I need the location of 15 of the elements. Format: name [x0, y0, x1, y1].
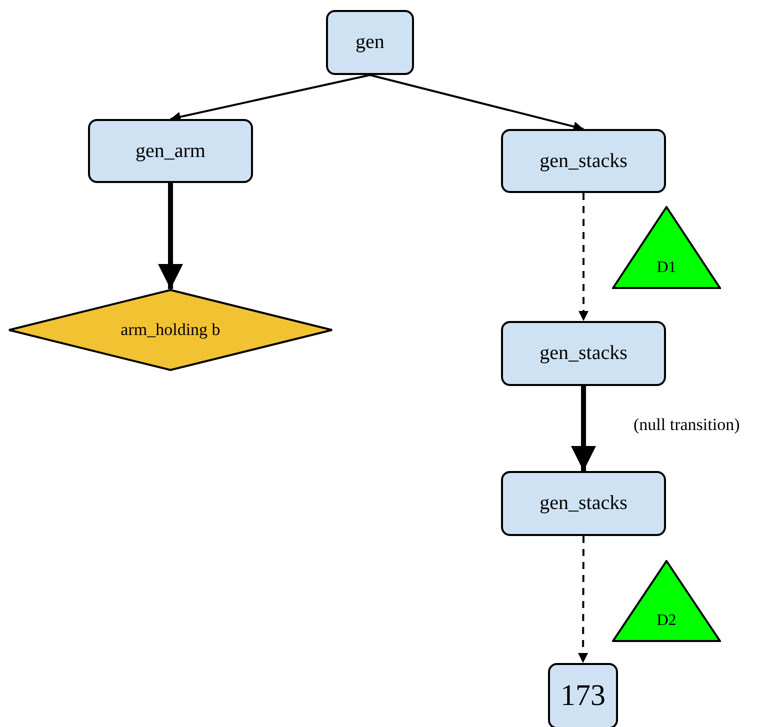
state-box: gen_arm — [88, 119, 253, 183]
arrow — [578, 536, 588, 663]
arrow — [158, 183, 183, 289]
node-label: D2 — [656, 612, 676, 630]
state-box: gen_stacks — [501, 129, 666, 193]
arrow — [370, 74, 584, 132]
arrow — [571, 386, 596, 471]
state-box: gen_stacks — [501, 321, 666, 386]
arrow — [578, 193, 588, 321]
arrow — [170, 74, 370, 122]
node-label: arm_holding b — [120, 320, 220, 340]
state-box: gen_stacks — [501, 471, 666, 536]
state-box: gen — [326, 10, 414, 75]
node-label: D1 — [656, 259, 676, 277]
state-box: 173 — [548, 663, 618, 727]
